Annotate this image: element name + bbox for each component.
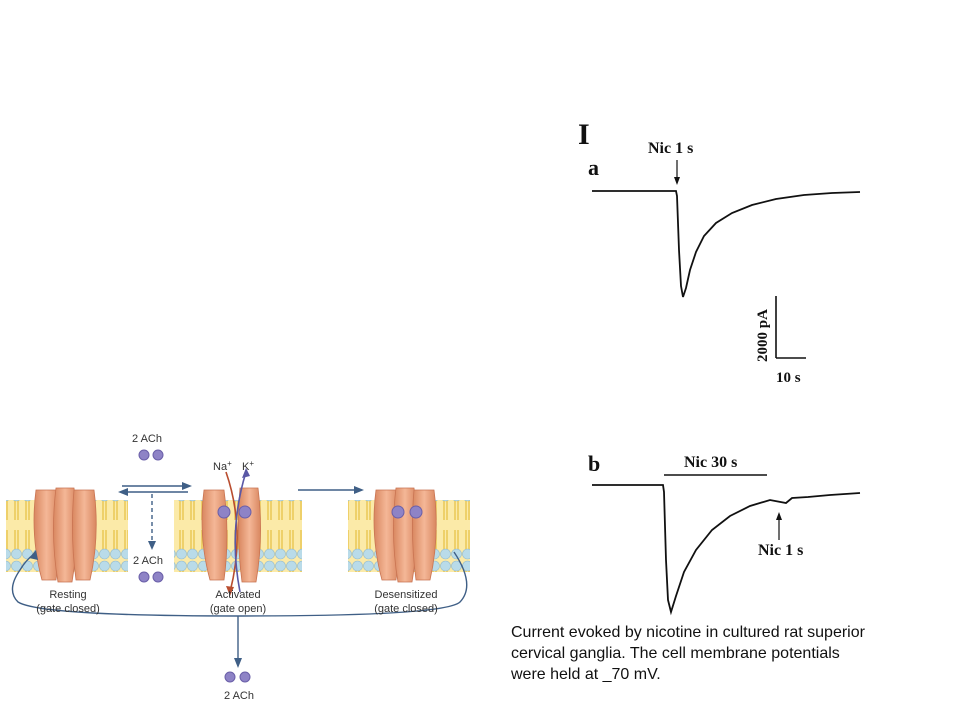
caption-line-1: Current evoked by nicotine in cultured r… — [511, 624, 865, 641]
current-traces: I a Nic 1 s 2000 pA 10 s b Nic 30 s Nic … — [578, 118, 861, 616]
desensitized-receptor — [373, 487, 437, 583]
trace-b-second-stimulus-label: Nic 1 s — [758, 542, 803, 559]
scale-current-label: 2000 pA — [755, 309, 771, 362]
scale-time-label: 10 s — [776, 370, 801, 386]
caption-line-3: were held at _70 mV. — [511, 666, 661, 683]
state-arrows — [11, 485, 468, 662]
trace-a-letter: a — [588, 155, 599, 180]
ach-label-top: 2 ACh — [132, 433, 162, 445]
ach-label-bottom: 2 ACh — [224, 690, 254, 702]
ion-label-sodium: Na+ — [213, 459, 232, 473]
state-title-resting: Resting — [49, 589, 86, 601]
state-subtitle-activated: (gate open) — [210, 603, 266, 615]
ion-label-potassium: K+ — [242, 459, 254, 473]
panel-roman-numeral: I — [578, 118, 590, 151]
state-subtitle-desensitized: (gate closed) — [374, 603, 438, 615]
resting-receptor — [33, 487, 97, 583]
caption-line-2: cervical ganglia. The cell membrane pote… — [511, 645, 840, 662]
ach-label-middle: 2 ACh — [133, 555, 163, 567]
receptor-state-diagram: 2 ACh 2 ACh 2 ACh Na+ K+ Resting (gate c… — [6, 433, 470, 702]
trace-a-stimulus-label: Nic 1 s — [648, 140, 693, 157]
trace-b-stimulus-label: Nic 30 s — [684, 454, 737, 471]
state-subtitle-resting: (gate closed) — [36, 603, 100, 615]
state-title-desensitized: Desensitized — [375, 589, 438, 601]
figure-caption: Current evoked by nicotine in cultured r… — [511, 622, 951, 685]
activated-receptor — [201, 468, 261, 596]
trace-b-letter: b — [588, 451, 600, 476]
state-title-activated: Activated — [215, 589, 260, 601]
ach-bound-1 — [217, 505, 231, 519]
trace-a — [592, 190, 861, 298]
trace-b — [592, 484, 861, 616]
